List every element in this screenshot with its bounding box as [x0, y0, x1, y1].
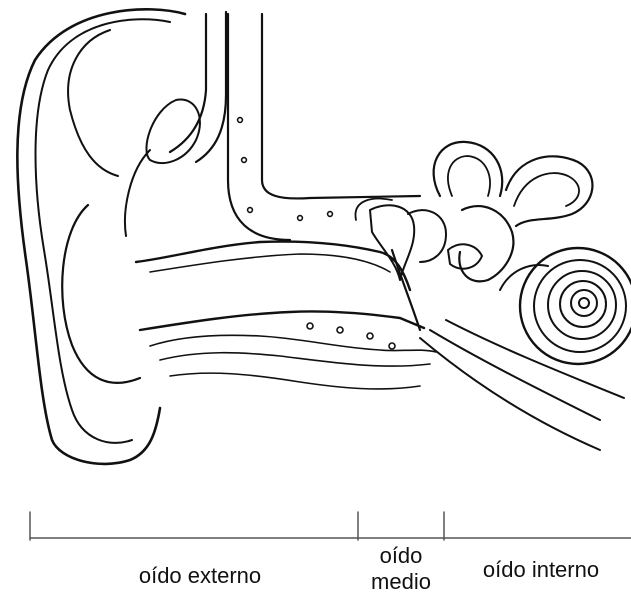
tissue-lobule-2	[160, 353, 430, 366]
tragus	[125, 150, 150, 236]
tissue-dot	[307, 323, 313, 329]
semicircular-canal-superior-inner	[448, 156, 490, 196]
canal-inner-line	[150, 254, 390, 272]
cochlea-ring-4	[560, 281, 606, 327]
label-oido-medio-line2: medio	[356, 569, 446, 595]
bone-upper-channel-left	[170, 14, 206, 152]
label-oido-interno: oído interno	[456, 557, 626, 583]
label-oido-medio-line1: oído	[356, 543, 446, 569]
malleus	[370, 205, 414, 280]
tissue-dot	[367, 333, 373, 339]
pinna	[17, 9, 185, 464]
tissue-dot	[337, 327, 343, 333]
bone-dot	[242, 158, 247, 163]
cochlea-ring-5	[571, 290, 597, 316]
concha	[62, 205, 140, 383]
semicircular-canal-superior	[434, 142, 503, 196]
bone-vertical-right	[262, 14, 420, 198]
cochlea-center	[579, 298, 589, 308]
bone-dot	[248, 208, 253, 213]
semicircular-canal-posterior-inner	[514, 173, 579, 206]
bone-dot	[328, 212, 333, 217]
canal-upper-wall	[136, 242, 410, 290]
stapes	[448, 244, 482, 268]
bone-vertical-left	[228, 14, 290, 240]
region-brackets	[30, 512, 631, 540]
tissue-lobule-3	[170, 373, 420, 389]
bone-dot	[298, 216, 303, 221]
label-oido-externo: oído externo	[110, 563, 290, 589]
antihelix	[68, 30, 118, 176]
label-oido-medio: oído medio	[356, 543, 446, 595]
cochlea	[500, 248, 631, 364]
bone-dot	[238, 118, 243, 123]
bone-upper-channel-right	[196, 12, 226, 162]
canal-lower-wall	[140, 311, 424, 330]
vestibule	[459, 206, 513, 281]
ear-canal	[136, 242, 424, 330]
auditory-nerve	[420, 338, 600, 450]
tissue-dot	[389, 343, 395, 349]
